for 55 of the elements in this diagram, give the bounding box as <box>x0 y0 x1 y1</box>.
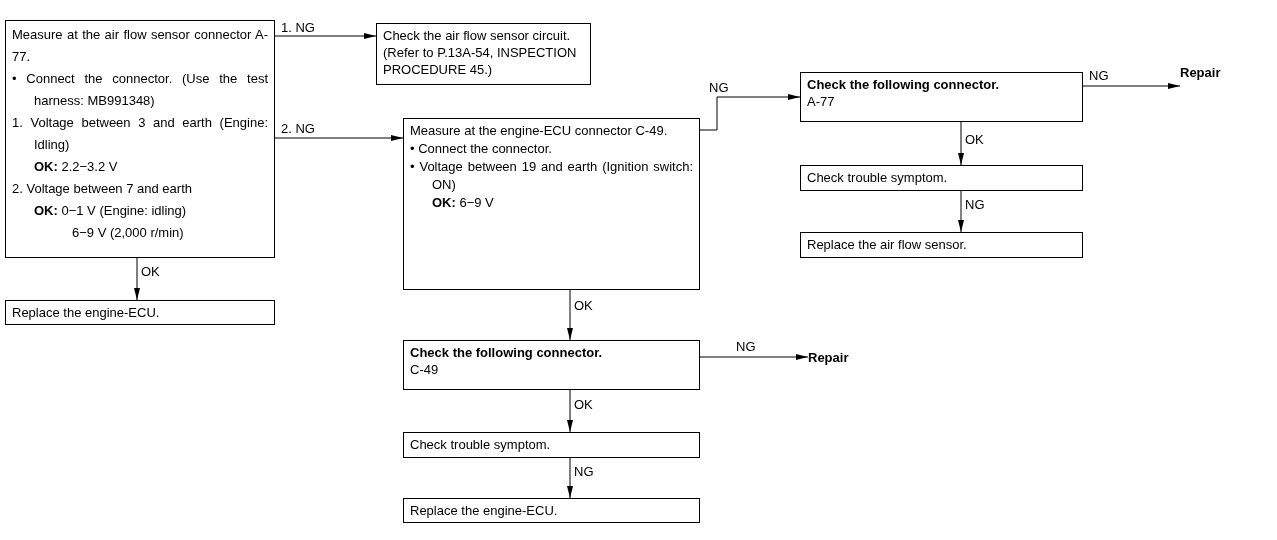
box-text: 1. Voltage between 3 and earth (Engine: Idling) <box>12 114 268 154</box>
box-text: • Voltage between 19 and earth (Ignition switch: ON) <box>410 158 693 194</box>
process-box <box>5 300 275 325</box>
arrow <box>567 389 573 433</box>
edge-label: OK <box>573 397 594 412</box>
arrow <box>958 121 964 166</box>
box-text: Check trouble symptom. <box>807 169 949 186</box>
box-text: 6−9 V (2,000 r/min) <box>71 224 185 242</box>
box-heading: Check the following connector. <box>807 76 1001 93</box>
box-text: OK: 0−1 V (Engine: idling) <box>33 202 188 220</box>
box-text: Repair <box>808 349 850 366</box>
arrow <box>134 257 140 301</box>
box-text: Check the air flow sensor circuit. (Refer to P.13A-54, INSPECTION PROCEDURE 45.) <box>383 27 578 78</box>
box-text: Check trouble symptom. <box>410 436 552 453</box>
process-box <box>403 118 700 290</box>
process-box <box>800 72 1083 122</box>
arrow <box>958 190 964 233</box>
arrow <box>274 135 404 141</box>
edge-label: 2. NG <box>280 121 316 136</box>
box-text: Repair <box>1180 64 1222 81</box>
arrow <box>567 289 573 341</box>
arrow <box>567 457 573 499</box>
process-box <box>403 498 700 523</box>
process-box <box>800 232 1083 258</box>
edge-label: 1. NG <box>280 20 316 35</box>
box-text: 2. Voltage between 7 and earth <box>12 180 193 198</box>
box-text: • Connect the connector. <box>410 140 553 158</box>
edge-label: NG <box>573 464 595 479</box>
edge-label: NG <box>708 80 730 95</box>
arrow <box>699 94 801 131</box>
edge-label: NG <box>1088 68 1110 83</box>
edge-label: OK <box>573 298 594 313</box>
box-text: Replace the engine-ECU. <box>410 502 559 519</box>
arrow <box>1082 83 1181 89</box>
arrow <box>274 33 377 39</box>
edge-label: NG <box>735 339 757 354</box>
box-text: Measure at the air flow sensor connector A-77. <box>12 26 268 66</box>
box-text: OK: 6−9 V <box>431 194 495 212</box>
edge-label: OK <box>964 132 985 147</box>
edge-label: OK <box>140 264 161 279</box>
box-text: • Connect the connector. (Use the test harness: MB991348) <box>12 70 268 110</box>
box-text: C-49 <box>410 361 440 378</box>
process-box <box>403 432 700 458</box>
process-box <box>403 340 700 390</box>
box-text: Replace the engine-ECU. <box>12 304 161 321</box>
edge-label: NG <box>964 197 986 212</box>
box-text: OK: 2.2−3.2 V <box>33 158 119 176</box>
process-box <box>800 165 1083 191</box>
arrow <box>699 354 809 360</box>
process-box <box>5 20 275 258</box>
box-text: A-77 <box>807 93 836 110</box>
box-heading: Check the following connector. <box>410 344 604 361</box>
process-box <box>376 23 591 85</box>
box-text: Replace the air flow sensor. <box>807 236 968 253</box>
box-text: Measure at the engine-ECU connector C-49. <box>410 122 669 140</box>
